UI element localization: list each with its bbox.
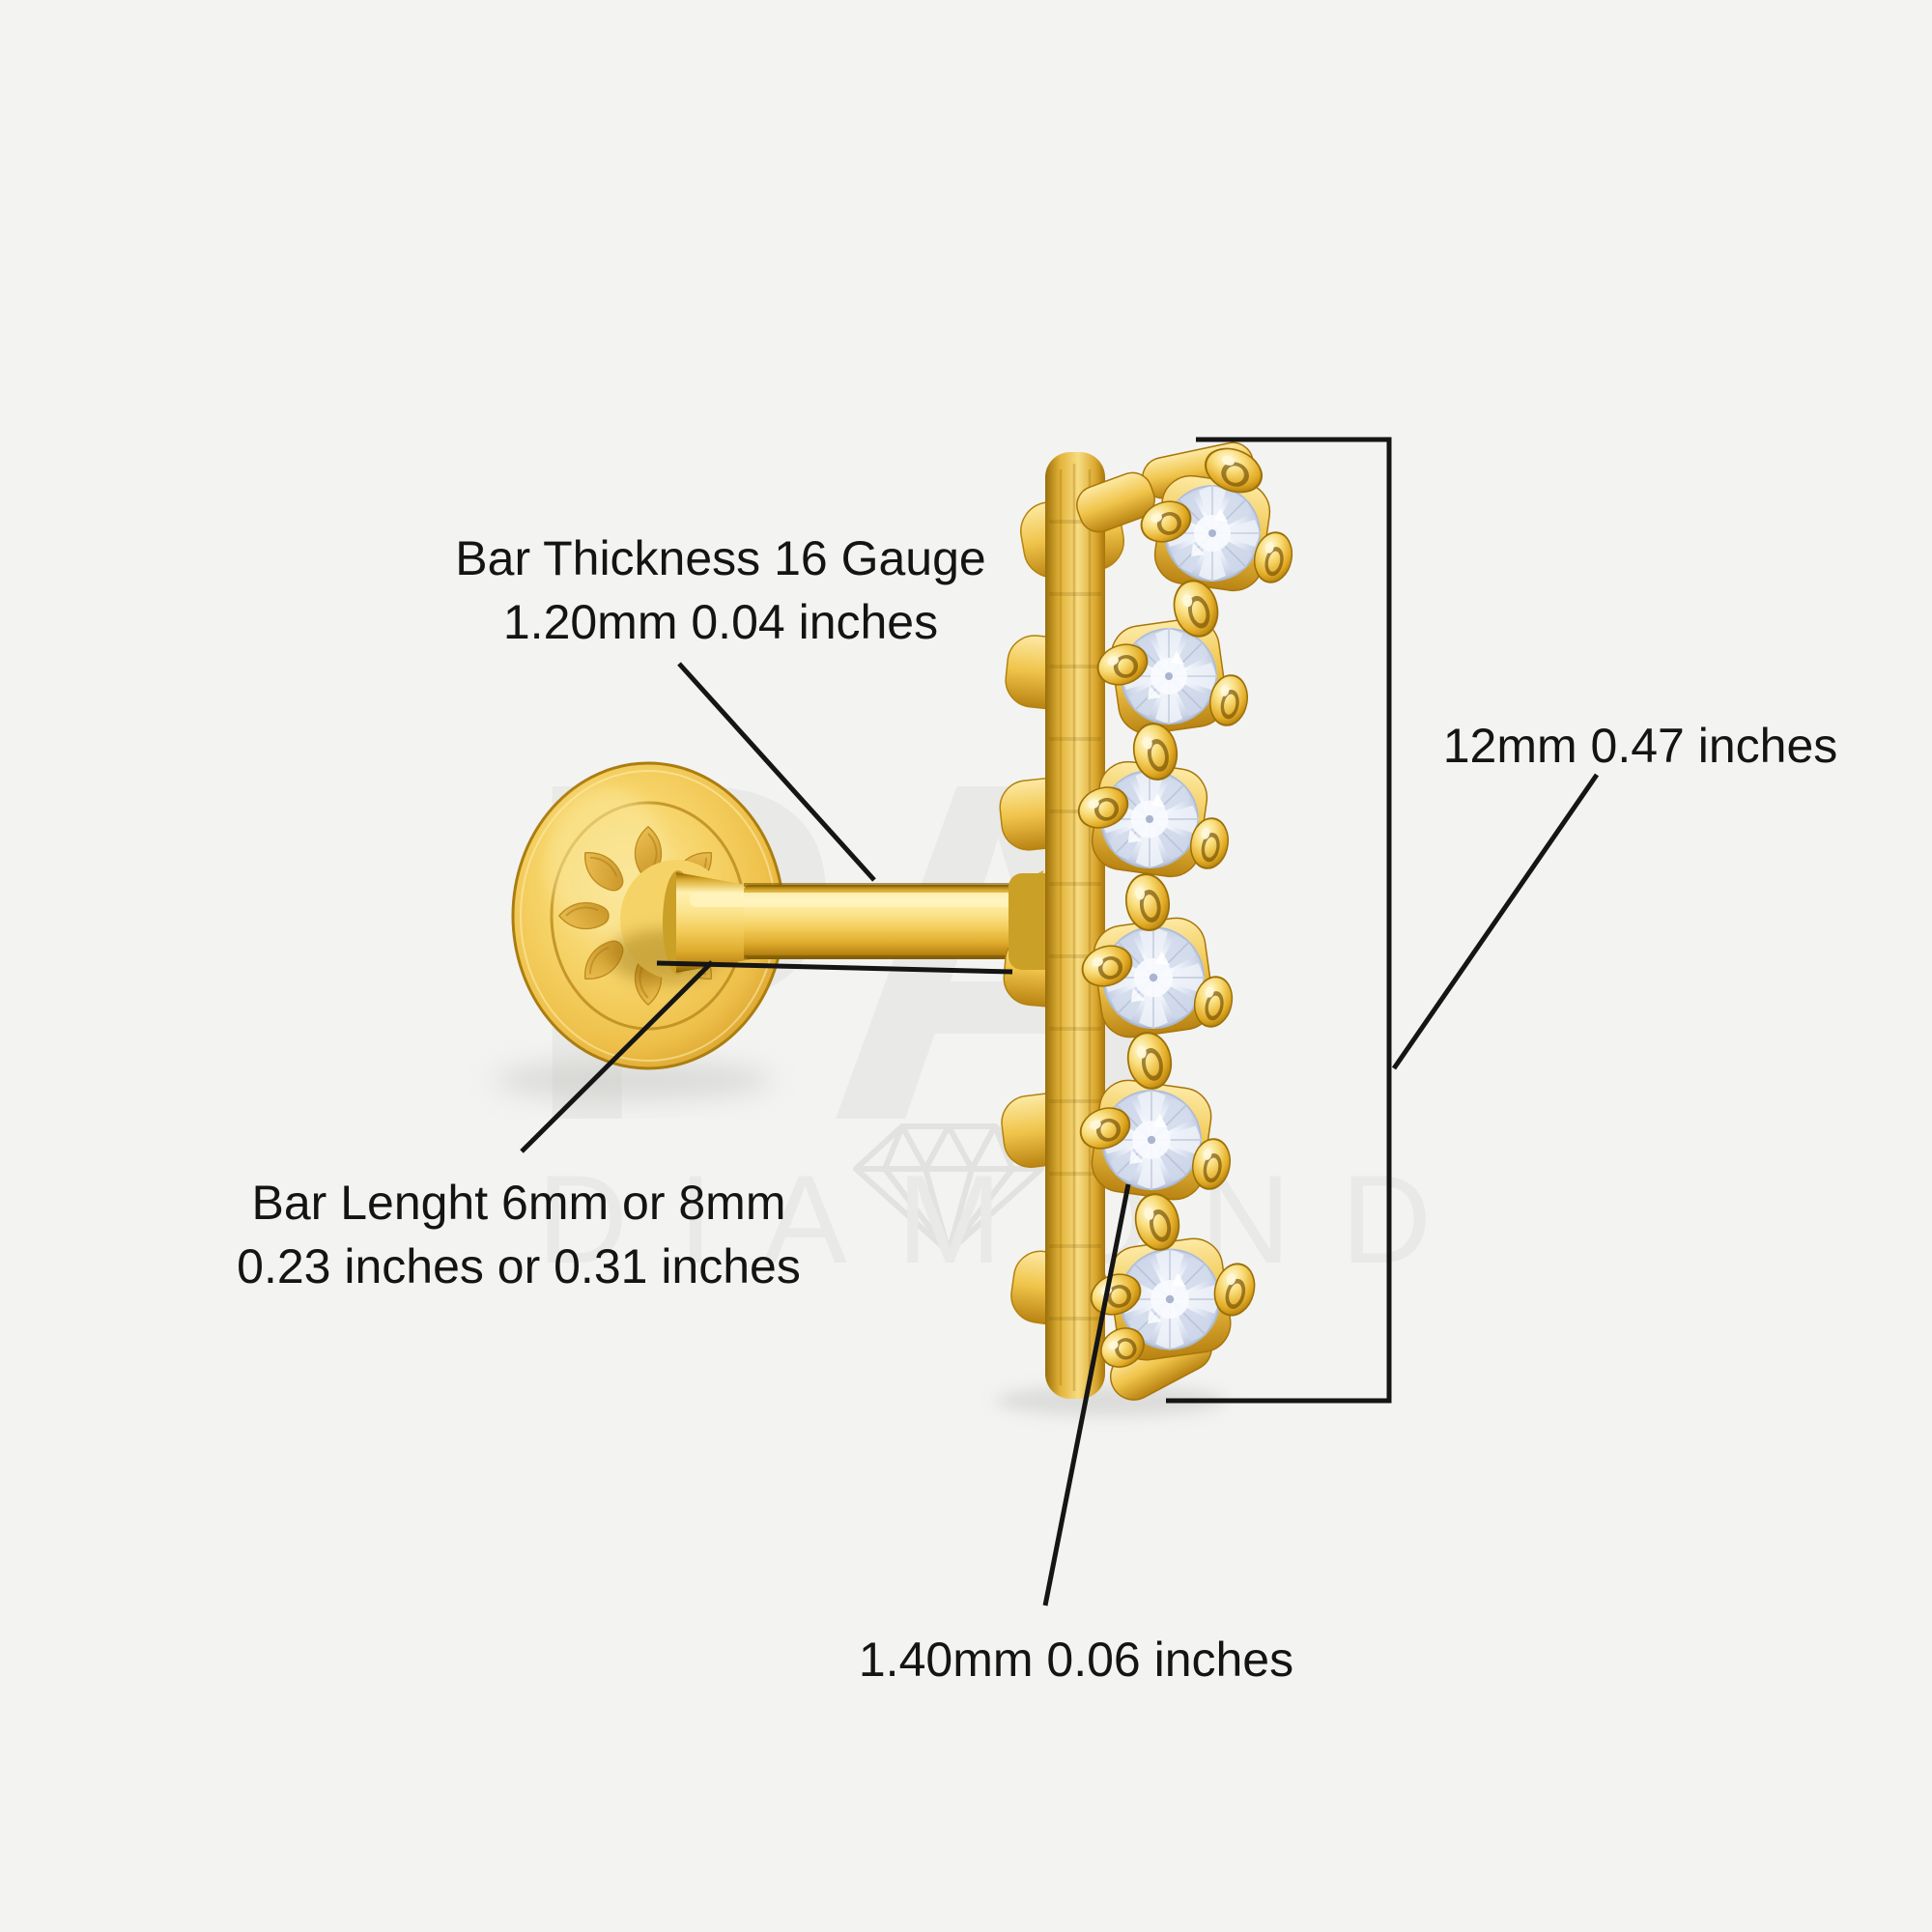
pointer-line-total-height bbox=[1391, 773, 1600, 1070]
bar-thickness-label: Bar Thickness 16 Gauge 1.20mm 0.04 inche… bbox=[455, 526, 985, 654]
height-dimension-bracket bbox=[1166, 437, 1392, 1404]
bar-length-axis-line bbox=[656, 960, 1013, 975]
bar-length-line2: 0.23 inches or 0.31 inches bbox=[237, 1239, 801, 1293]
bar-length-label: Bar Lenght 6mm or 8mm 0.23 inches or 0.3… bbox=[237, 1171, 801, 1298]
dimension-lines bbox=[520, 437, 1600, 1606]
watermark-word: DIAMOND bbox=[537, 1149, 1482, 1290]
bar-thickness-line2: 1.20mm 0.04 inches bbox=[502, 595, 939, 649]
earring-bar bbox=[663, 870, 1043, 975]
total-height-label: 12mm 0.47 inches bbox=[1442, 719, 1838, 773]
bar-thickness-line1: Bar Thickness 16 Gauge bbox=[455, 531, 986, 585]
pointer-line-stone-size bbox=[1042, 1183, 1131, 1606]
pointer-line-bar-length bbox=[520, 960, 714, 1153]
diamond-outline-icon bbox=[853, 1123, 1044, 1255]
bar-length-line1: Bar Lenght 6mm or 8mm bbox=[251, 1176, 786, 1230]
gem-cluster-bar bbox=[999, 439, 1296, 1401]
shadows bbox=[493, 1061, 1227, 1416]
stone-size-label: 1.40mm 0.06 inches bbox=[858, 1633, 1294, 1687]
pointer-line-bar-thickness bbox=[677, 662, 876, 882]
